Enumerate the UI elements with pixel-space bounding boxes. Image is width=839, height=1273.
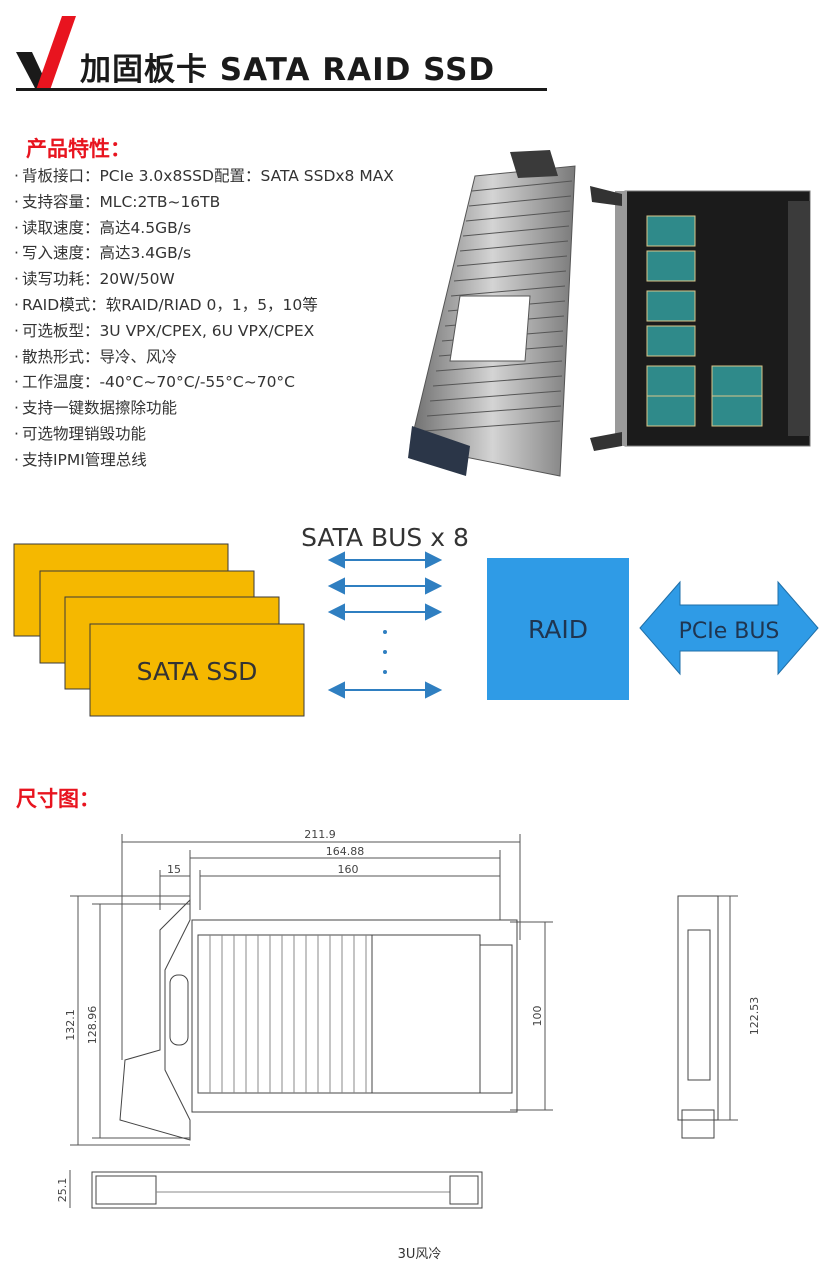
ssd-board-image — [590, 186, 811, 451]
brand-logo-icon — [16, 16, 76, 90]
dim-height-a: 132.1 — [64, 1009, 77, 1041]
dim-total-length: 211.9 — [304, 828, 336, 841]
feature-item: 读取速度：高达4.5GB/s — [14, 216, 394, 242]
features-heading: 产品特性： — [26, 137, 131, 161]
ellipsis-dots — [383, 630, 387, 674]
sata-bus-label: SATA BUS x 8 — [301, 523, 469, 552]
sata-bus-arrows — [327, 551, 443, 699]
feature-item: 支持容量：MLC:2TB~16TB — [14, 190, 394, 216]
feature-item: 背板接口：PCIe 3.0x8SSD配置：SATA SSDx8 MAX — [14, 164, 394, 190]
page-title: 加固板卡 SATA RAID SSD — [80, 52, 496, 88]
dim-side-height: 122.53 — [748, 997, 761, 1036]
dim-board-length-b: 160 — [338, 863, 359, 876]
block-diagram: SATA SSD SATA BUS x 8 RAID PCIe BUS — [13, 523, 819, 717]
feature-item: RAID模式：软RAID/RIAD 0，1，5，10等 — [14, 293, 394, 319]
dim-thickness: 25.1 — [56, 1178, 69, 1203]
feature-item: 读写功耗：20W/50W — [14, 267, 394, 293]
heatsink-card-image — [408, 150, 576, 477]
product-photo — [408, 150, 811, 477]
dimensions-heading: 尺寸图： — [16, 787, 100, 811]
ssd-stack: SATA SSD — [13, 543, 305, 717]
ssd-card — [89, 623, 305, 717]
feature-item: 工作温度：-40°C~70°C/-55°C~70°C — [14, 370, 394, 396]
title-underline — [16, 88, 547, 91]
bus-arrow — [327, 577, 443, 595]
pcie-label: PCIe BUS — [679, 619, 780, 644]
dim-height-c: 100 — [531, 1006, 544, 1027]
feature-item: 写入速度：高达3.4GB/s — [14, 241, 394, 267]
dim-board-length-a: 164.88 — [326, 845, 365, 858]
front-view — [119, 898, 518, 1141]
raid-block — [487, 558, 629, 700]
bus-arrow — [327, 681, 443, 699]
dim-height-b: 128.96 — [86, 1006, 99, 1045]
feature-item: 可选板型：3U VPX/CPEX, 6U VPX/CPEX — [14, 319, 394, 345]
side-view — [677, 895, 719, 1139]
dimension-drawing: 211.9 164.88 160 15 132.1 128.96 100 122… — [56, 828, 761, 1209]
top-view — [91, 1171, 483, 1209]
drawing-caption: 3U风冷 — [397, 1247, 442, 1262]
raid-label: RAID — [528, 615, 588, 644]
feature-item: 支持一键数据擦除功能 — [14, 396, 394, 422]
feature-list: 背板接口：PCIe 3.0x8SSD配置：SATA SSDx8 MAX 支持容量… — [14, 164, 394, 474]
bus-arrow — [327, 603, 443, 621]
bus-arrow — [327, 551, 443, 569]
pcie-bus-arrow — [639, 580, 819, 676]
dim-offset: 15 — [167, 863, 181, 876]
feature-item: 可选物理销毁功能 — [14, 422, 394, 448]
feature-item: 支持IPMI管理总线 — [14, 448, 394, 474]
feature-item: 散热形式：导冷、风冷 — [14, 345, 394, 371]
ssd-label: SATA SSD — [137, 657, 258, 686]
